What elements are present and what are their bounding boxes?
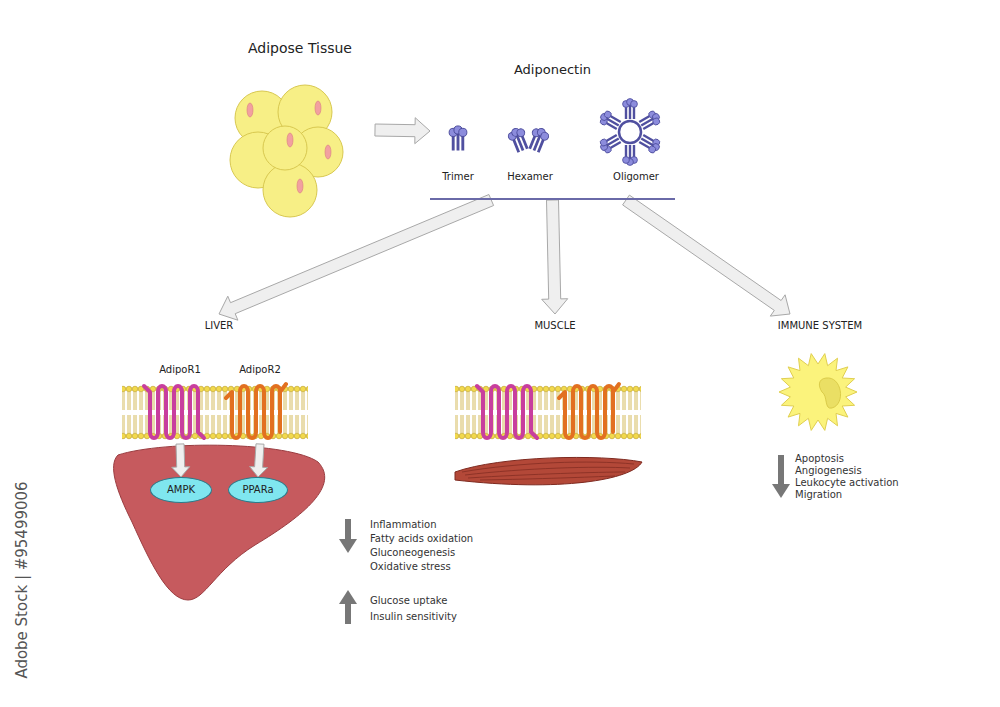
- node-text: PPARa: [242, 484, 273, 496]
- node-text: AdipoR2: [239, 364, 281, 376]
- tissue-group: Adipose Tissue: [225, 40, 375, 220]
- node-text: Trimer: [442, 171, 474, 183]
- oligomer-form: Hexamer: [500, 115, 560, 183]
- effect-label: Oxidative stress: [370, 561, 451, 573]
- node-text: Oligomer: [613, 171, 659, 183]
- signal-oval: PPARa: [228, 477, 288, 503]
- effect-label: Migration: [795, 489, 842, 501]
- block-arrow: [250, 444, 268, 477]
- effect-label: Gluconeogenesis: [370, 547, 455, 559]
- effect-label: Angiogenesis: [795, 465, 862, 477]
- receptor: AdipoR2: [225, 364, 295, 444]
- node-text: Adipose Tissue: [248, 40, 352, 57]
- block-arrow: [542, 200, 568, 314]
- oligomer-form: Oligomer: [600, 95, 672, 183]
- target-region: LIVER AdipoR1 AdipoR2AMPK PPARa: [108, 314, 330, 606]
- node-text: Adiponectin: [514, 62, 591, 78]
- node-text: AdipoR1: [159, 364, 201, 376]
- effect-label: Apoptosis: [795, 453, 844, 465]
- block-arrow: [375, 118, 430, 144]
- block-arrow: [623, 195, 790, 316]
- target-region: MUSCLE: [445, 314, 665, 494]
- target-region: IMMUNE SYSTEM: [745, 314, 895, 434]
- effect-label: Insulin sensitivity: [370, 611, 457, 623]
- block-arrow: [219, 195, 494, 321]
- oligomer-form: Trimer: [438, 115, 478, 183]
- node-text: Hexamer: [507, 171, 553, 183]
- effect-label: Glucose uptake: [370, 595, 447, 607]
- node-text: AMPK: [167, 484, 195, 496]
- oligomer-panel: AdiponectinTrimer Hexamer Oligomer: [430, 62, 675, 200]
- block-arrow: [172, 444, 190, 477]
- effect-label: Leukocyte activation: [795, 477, 899, 489]
- receptor: AdipoR1: [145, 364, 215, 444]
- node-text: LIVER: [205, 320, 234, 332]
- watermark: Adobe Stock | #95499006: [13, 481, 31, 678]
- signal-oval: AMPK: [150, 477, 212, 503]
- node-text: MUSCLE: [534, 320, 575, 332]
- effect-label: Inflammation: [370, 519, 436, 531]
- effect-label: Fatty acids oxidation: [370, 533, 473, 545]
- node-text: IMMUNE SYSTEM: [778, 320, 862, 332]
